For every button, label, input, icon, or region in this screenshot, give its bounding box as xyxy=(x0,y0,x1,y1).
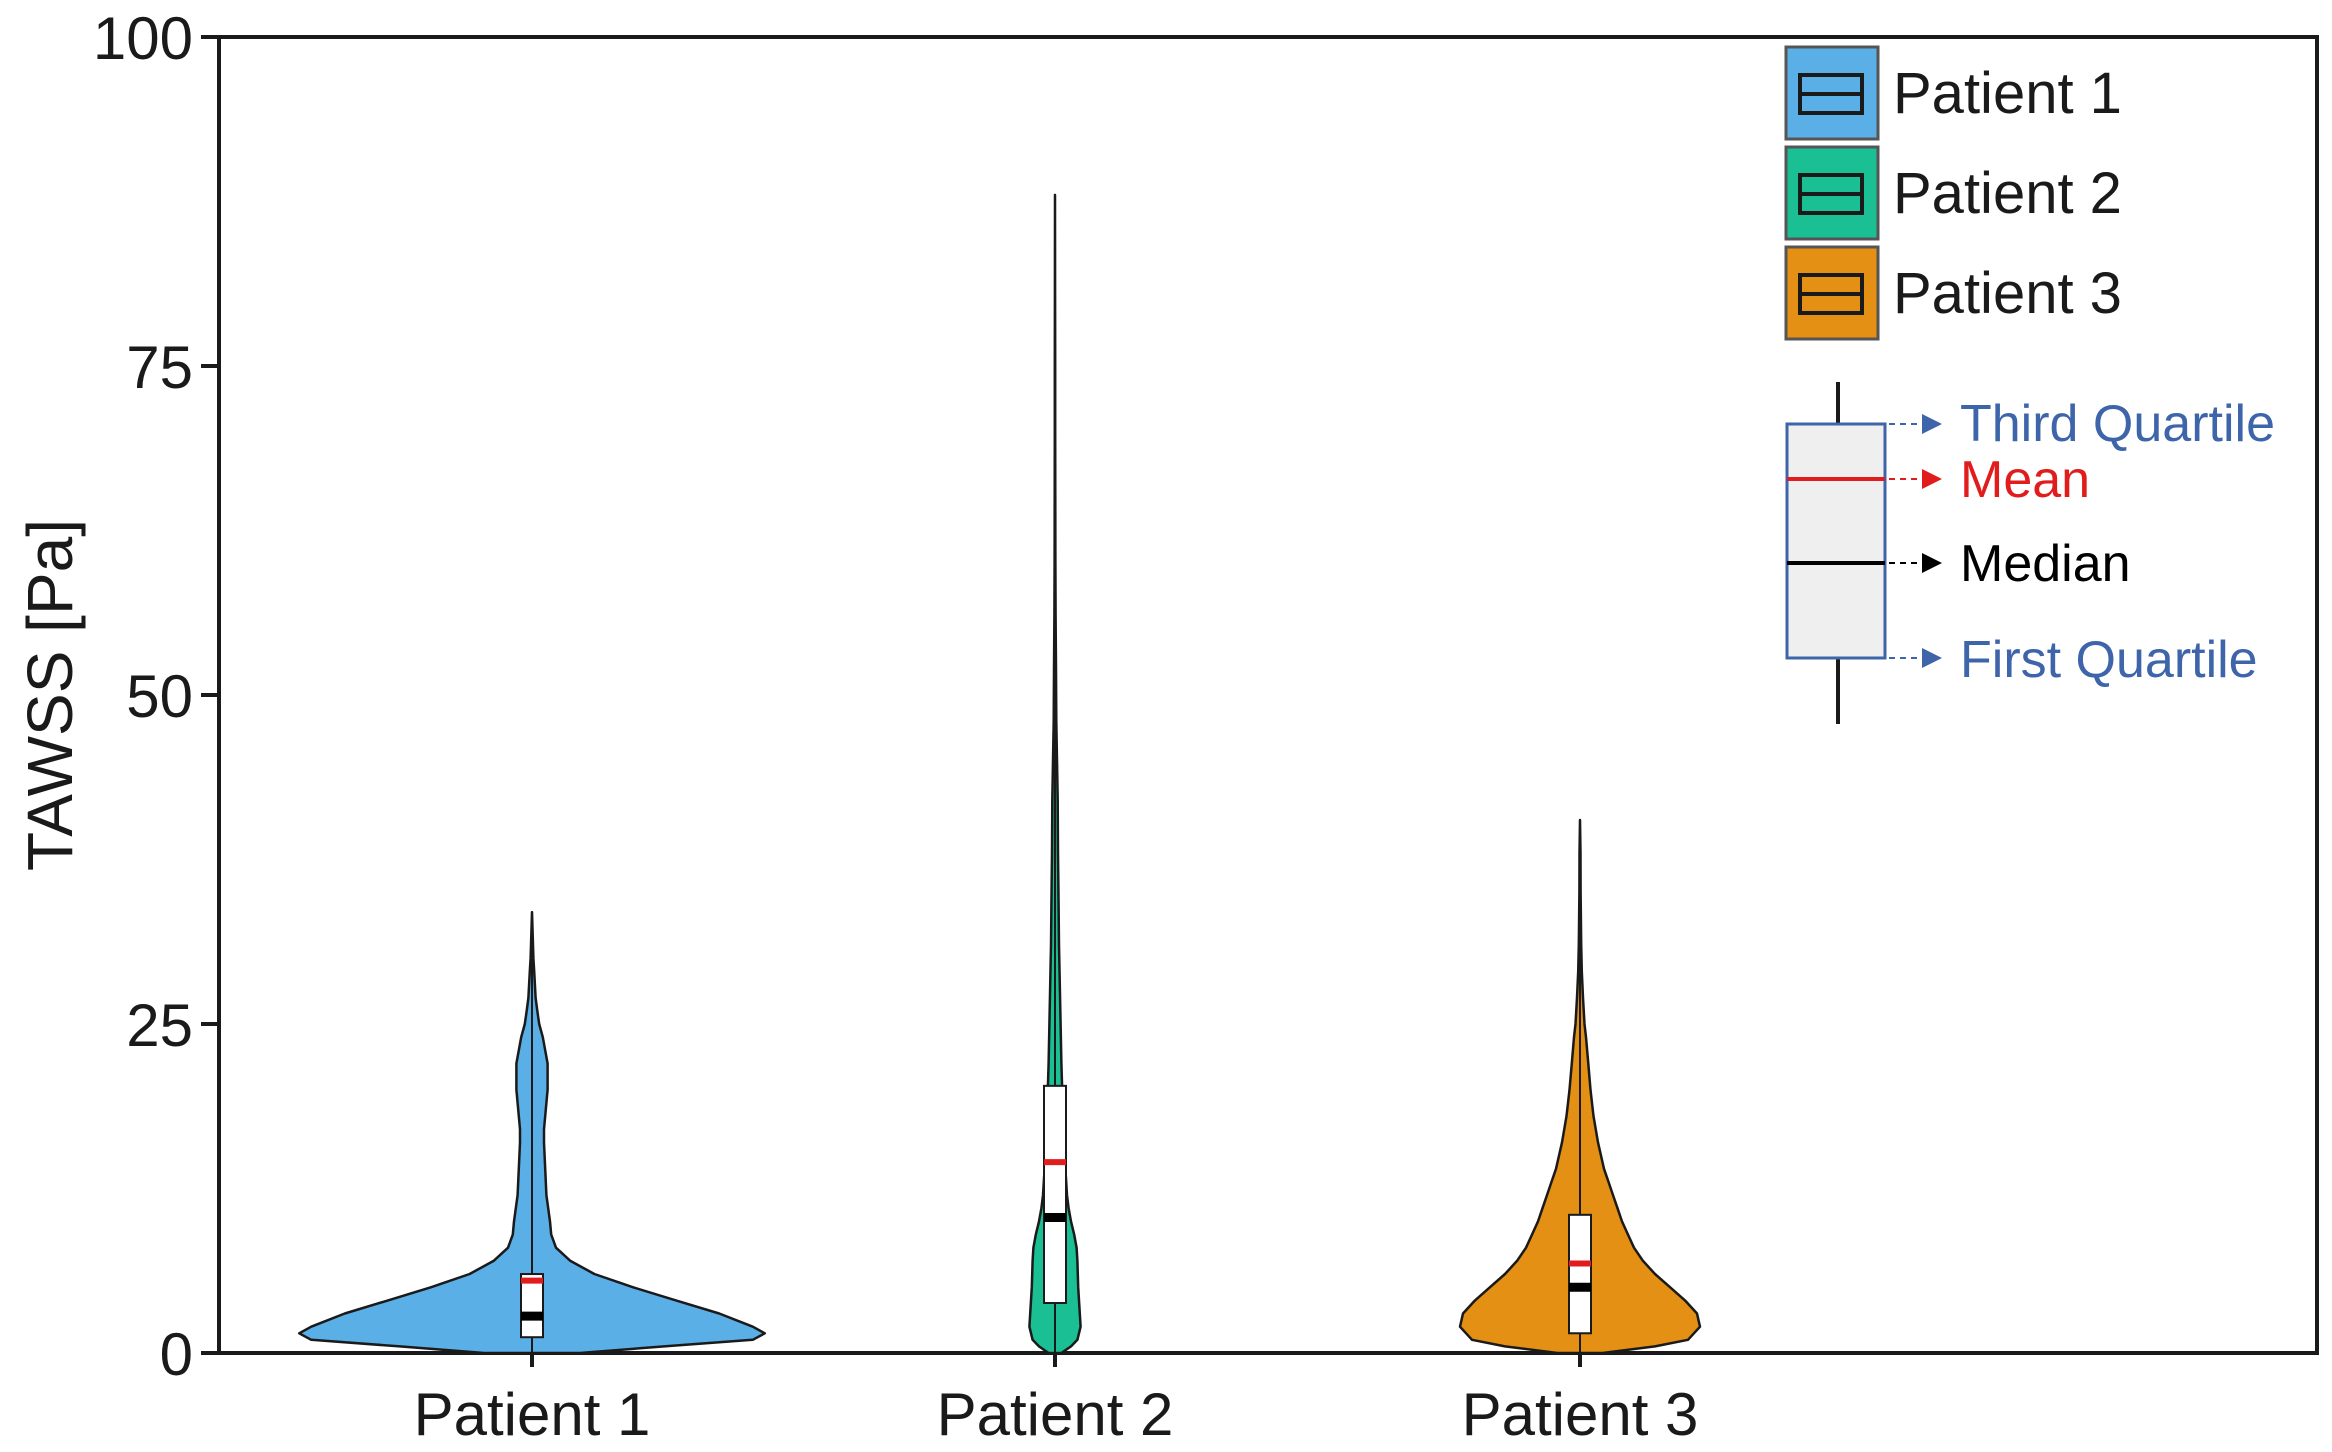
box-key-annotation: Median xyxy=(1889,535,2131,593)
key-box xyxy=(1785,422,1887,660)
y-axis: 0 25 50 75 100 xyxy=(93,5,219,1388)
key-label: First Quartile xyxy=(1960,631,2258,689)
box xyxy=(1568,1213,1592,1335)
legend-label: Patient 2 xyxy=(1893,161,2122,226)
key-label: Mean xyxy=(1960,451,2090,509)
y-tick-label: 100 xyxy=(93,5,193,72)
box-key-annotation: First Quartile xyxy=(1889,631,2258,689)
box xyxy=(520,1273,544,1339)
key-label: Median xyxy=(1960,535,2131,593)
key-arrow-icon xyxy=(1922,414,1942,434)
box-key-annotation: Third Quartile xyxy=(1889,395,2275,453)
key-arrow-icon xyxy=(1922,648,1942,668)
x-tick-label: Patient 1 xyxy=(414,1381,651,1448)
y-tick-label: 25 xyxy=(126,992,193,1059)
key-arrow-icon xyxy=(1922,553,1942,573)
box-key-annotation: Mean xyxy=(1889,451,2090,509)
plot-frame xyxy=(217,35,2319,1355)
x-axis: Patient 1 Patient 2 Patient 3 xyxy=(414,1353,1699,1448)
x-tick-label: Patient 3 xyxy=(1462,1381,1699,1448)
y-tick-label: 75 xyxy=(126,334,193,401)
legend-item: Patient 3 xyxy=(1784,245,2122,341)
x-tick-label: Patient 2 xyxy=(937,1381,1174,1448)
y-axis-label: TAWSS [Pa] xyxy=(14,519,86,871)
violin-group xyxy=(297,910,767,1355)
legend-label: Patient 1 xyxy=(1893,61,2122,126)
y-tick-label: 50 xyxy=(126,663,193,730)
violin-group xyxy=(1458,818,1702,1355)
violin-group xyxy=(1028,193,1082,1355)
key-arrow-icon xyxy=(1922,469,1942,489)
key-label: Third Quartile xyxy=(1960,395,2275,453)
legend-item: Patient 1 xyxy=(1784,45,2122,141)
legend-item: Patient 2 xyxy=(1784,145,2122,241)
legend-label: Patient 3 xyxy=(1893,261,2122,326)
box xyxy=(1043,1084,1067,1304)
violins xyxy=(297,193,1702,1355)
legend: Patient 1 Patient 2 Patient 3 xyxy=(1784,45,2122,341)
y-tick-label: 0 xyxy=(160,1321,193,1388)
